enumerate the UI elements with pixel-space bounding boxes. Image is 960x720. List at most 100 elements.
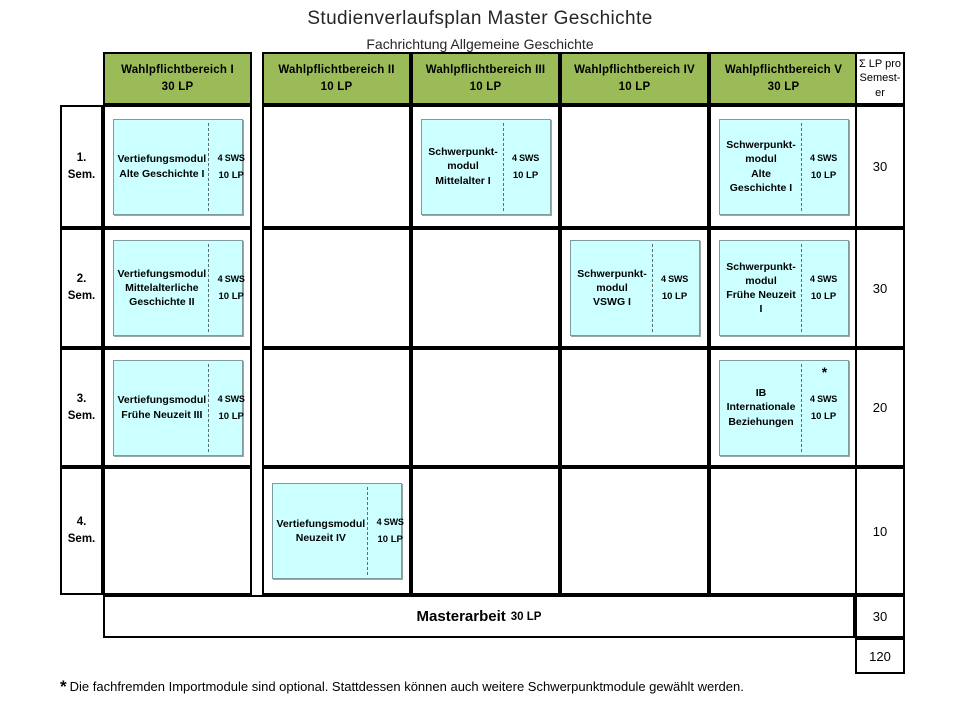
module-meta: 4 SWS 10 LP bbox=[209, 241, 255, 335]
masterarbeit-sum: 30 bbox=[855, 595, 905, 638]
module-name: Schwerpunkt- modul VSWG I bbox=[577, 267, 647, 309]
grid-cell-r4-c5 bbox=[709, 467, 858, 595]
column-header-lp-1: 30 LP bbox=[161, 80, 194, 93]
grid-cell-r2-c3 bbox=[411, 228, 560, 348]
column-header-4: Wahlpflichtbereich IV 10 LP bbox=[560, 52, 709, 105]
module-box: Vertiefungsmodul Mittelalterliche Geschi… bbox=[112, 240, 245, 336]
module-name: Vertiefungsmodul Mittelalterliche Geschi… bbox=[117, 267, 207, 309]
semester-number-3: 3. bbox=[76, 392, 87, 405]
column-header-name-3: Wahlpflichtbereich III bbox=[425, 63, 546, 76]
semester-label-4: 4. Sem. bbox=[60, 467, 103, 595]
module-sws: 4 SWS bbox=[376, 517, 404, 527]
module-divider bbox=[367, 487, 369, 575]
module-box: Schwerpunkt- modul Frühe Neuzeit I 4 SWS 1… bbox=[718, 240, 849, 336]
module-box: Vertiefungsmodul Alte Geschichte I 4 SWS 1… bbox=[112, 118, 245, 215]
grid-cell-r3-c4 bbox=[560, 348, 709, 467]
module-name: Schwerpunkt- modul Alte Geschichte I bbox=[726, 139, 796, 194]
sum-header-line-3: er bbox=[875, 86, 885, 99]
module-box: Vertiefungsmodul Neuzeit IV 4 SWS 10 LP bbox=[271, 483, 404, 579]
column-header-3: Wahlpflichtbereich III 10 LP bbox=[411, 52, 560, 105]
module-name: Schwerpunkt- modul Mittelalter I bbox=[428, 146, 498, 187]
column-header-name-2: Wahlpflichtbereich II bbox=[278, 63, 395, 76]
module-divider bbox=[502, 122, 504, 211]
grid-cell-r3-c3 bbox=[411, 348, 560, 467]
semester-word-2: Sem. bbox=[67, 290, 96, 302]
column-header-name-1: Wahlpflichtbereich I bbox=[121, 63, 234, 76]
module-meta: 4 SWS 10 LP bbox=[802, 241, 848, 335]
module-divider bbox=[651, 244, 653, 332]
column-header-name-5: Wahlpflichtbereich V bbox=[724, 63, 843, 76]
module-sws: 4 SWS bbox=[809, 274, 837, 284]
sum-header-line-2: Semest- bbox=[859, 72, 901, 85]
semester-word-4: Sem. bbox=[67, 533, 96, 545]
semester-sum-3: 20 bbox=[855, 348, 905, 467]
module-box: Schwerpunkt- modul Mittelalter I 4 SWS 10 … bbox=[420, 118, 551, 215]
module-name: Vertiefungsmodul Frühe Neuzeit III bbox=[117, 394, 207, 421]
grid-cell-r4-c4 bbox=[560, 467, 709, 595]
module-lp: 10 LP bbox=[218, 169, 244, 181]
module-sws: 4 SWS bbox=[511, 152, 539, 163]
masterarbeit-cell: Masterarbeit 30 LP bbox=[103, 595, 855, 638]
page-title: Studienverlaufsplan Master Geschichte bbox=[307, 8, 653, 29]
total-lp-sum: 120 bbox=[855, 638, 905, 674]
semester-number-1: 1. bbox=[76, 151, 87, 164]
footnote-text: Die fachfremden Importmodule sind option… bbox=[69, 679, 744, 694]
footnote: *Die fachfremden Importmodule sind optio… bbox=[60, 676, 920, 698]
module-sws: 4 SWS bbox=[217, 274, 245, 284]
column-header-name-4: Wahlpflichtbereich IV bbox=[574, 63, 695, 76]
module-meta: 4 SWS 10 LP bbox=[504, 120, 550, 214]
column-header-lp-3: 10 LP bbox=[469, 80, 502, 93]
masterarbeit-title: Masterarbeit bbox=[416, 608, 506, 625]
column-header-2: Wahlpflichtbereich II 10 LP bbox=[262, 52, 411, 105]
page-subtitle: Fachrichtung Allgemeine Geschichte bbox=[366, 36, 594, 52]
semester-word-3: Sem. bbox=[67, 409, 96, 422]
semester-label-2: 2. Sem. bbox=[60, 228, 103, 348]
column-header-lp-5: 30 LP bbox=[767, 80, 800, 93]
module-divider bbox=[800, 122, 802, 211]
masterarbeit-lp: 30 LP bbox=[510, 610, 542, 623]
semester-sum-1: 30 bbox=[855, 105, 905, 228]
semester-label-3: 3. Sem. bbox=[60, 348, 103, 467]
footnote-asterisk-marker: * bbox=[60, 677, 67, 696]
grid-cell-r1-c2 bbox=[262, 105, 411, 228]
column-header-lp-4: 10 LP bbox=[618, 80, 651, 93]
module-divider bbox=[208, 122, 210, 211]
module-lp: 10 LP bbox=[512, 169, 539, 181]
grid-cell-r4-c1 bbox=[103, 467, 252, 595]
semester-number-4: 4. bbox=[76, 516, 87, 529]
module-sws: 4 SWS bbox=[660, 274, 688, 284]
module-lp: 10 LP bbox=[377, 534, 403, 545]
semester-sum-2: 30 bbox=[855, 228, 905, 348]
module-sws: 4 SWS bbox=[217, 152, 245, 163]
column-header-lp-2: 10 LP bbox=[320, 80, 353, 93]
module-name: Schwerpunkt- modul Frühe Neuzeit I bbox=[726, 260, 796, 316]
sum-header-line-1: Σ LP pro bbox=[858, 58, 902, 71]
module-meta: 4 SWS 10 LP bbox=[368, 484, 414, 578]
column-header-5: Wahlpflichtbereich V 30 LP bbox=[709, 52, 858, 105]
semester-number-2: 2. bbox=[76, 273, 87, 286]
module-lp: 10 LP bbox=[218, 410, 244, 422]
module-divider bbox=[800, 363, 802, 452]
semester-word-1: Sem. bbox=[67, 168, 96, 181]
module-lp: 10 LP bbox=[810, 169, 837, 181]
grid-cell-r1-c4 bbox=[560, 105, 709, 228]
module-name: Vertiefungsmodul Alte Geschichte I bbox=[117, 153, 207, 180]
module-divider bbox=[800, 244, 802, 332]
module-lp: 10 LP bbox=[810, 291, 837, 302]
module-divider bbox=[208, 363, 210, 452]
module-lp: 10 LP bbox=[810, 410, 837, 422]
module-name: Vertiefungsmodul Neuzeit IV bbox=[276, 517, 366, 544]
semester-sum-4: 10 bbox=[855, 467, 905, 595]
module-lp: 10 LP bbox=[218, 291, 244, 302]
module-divider bbox=[208, 244, 210, 332]
